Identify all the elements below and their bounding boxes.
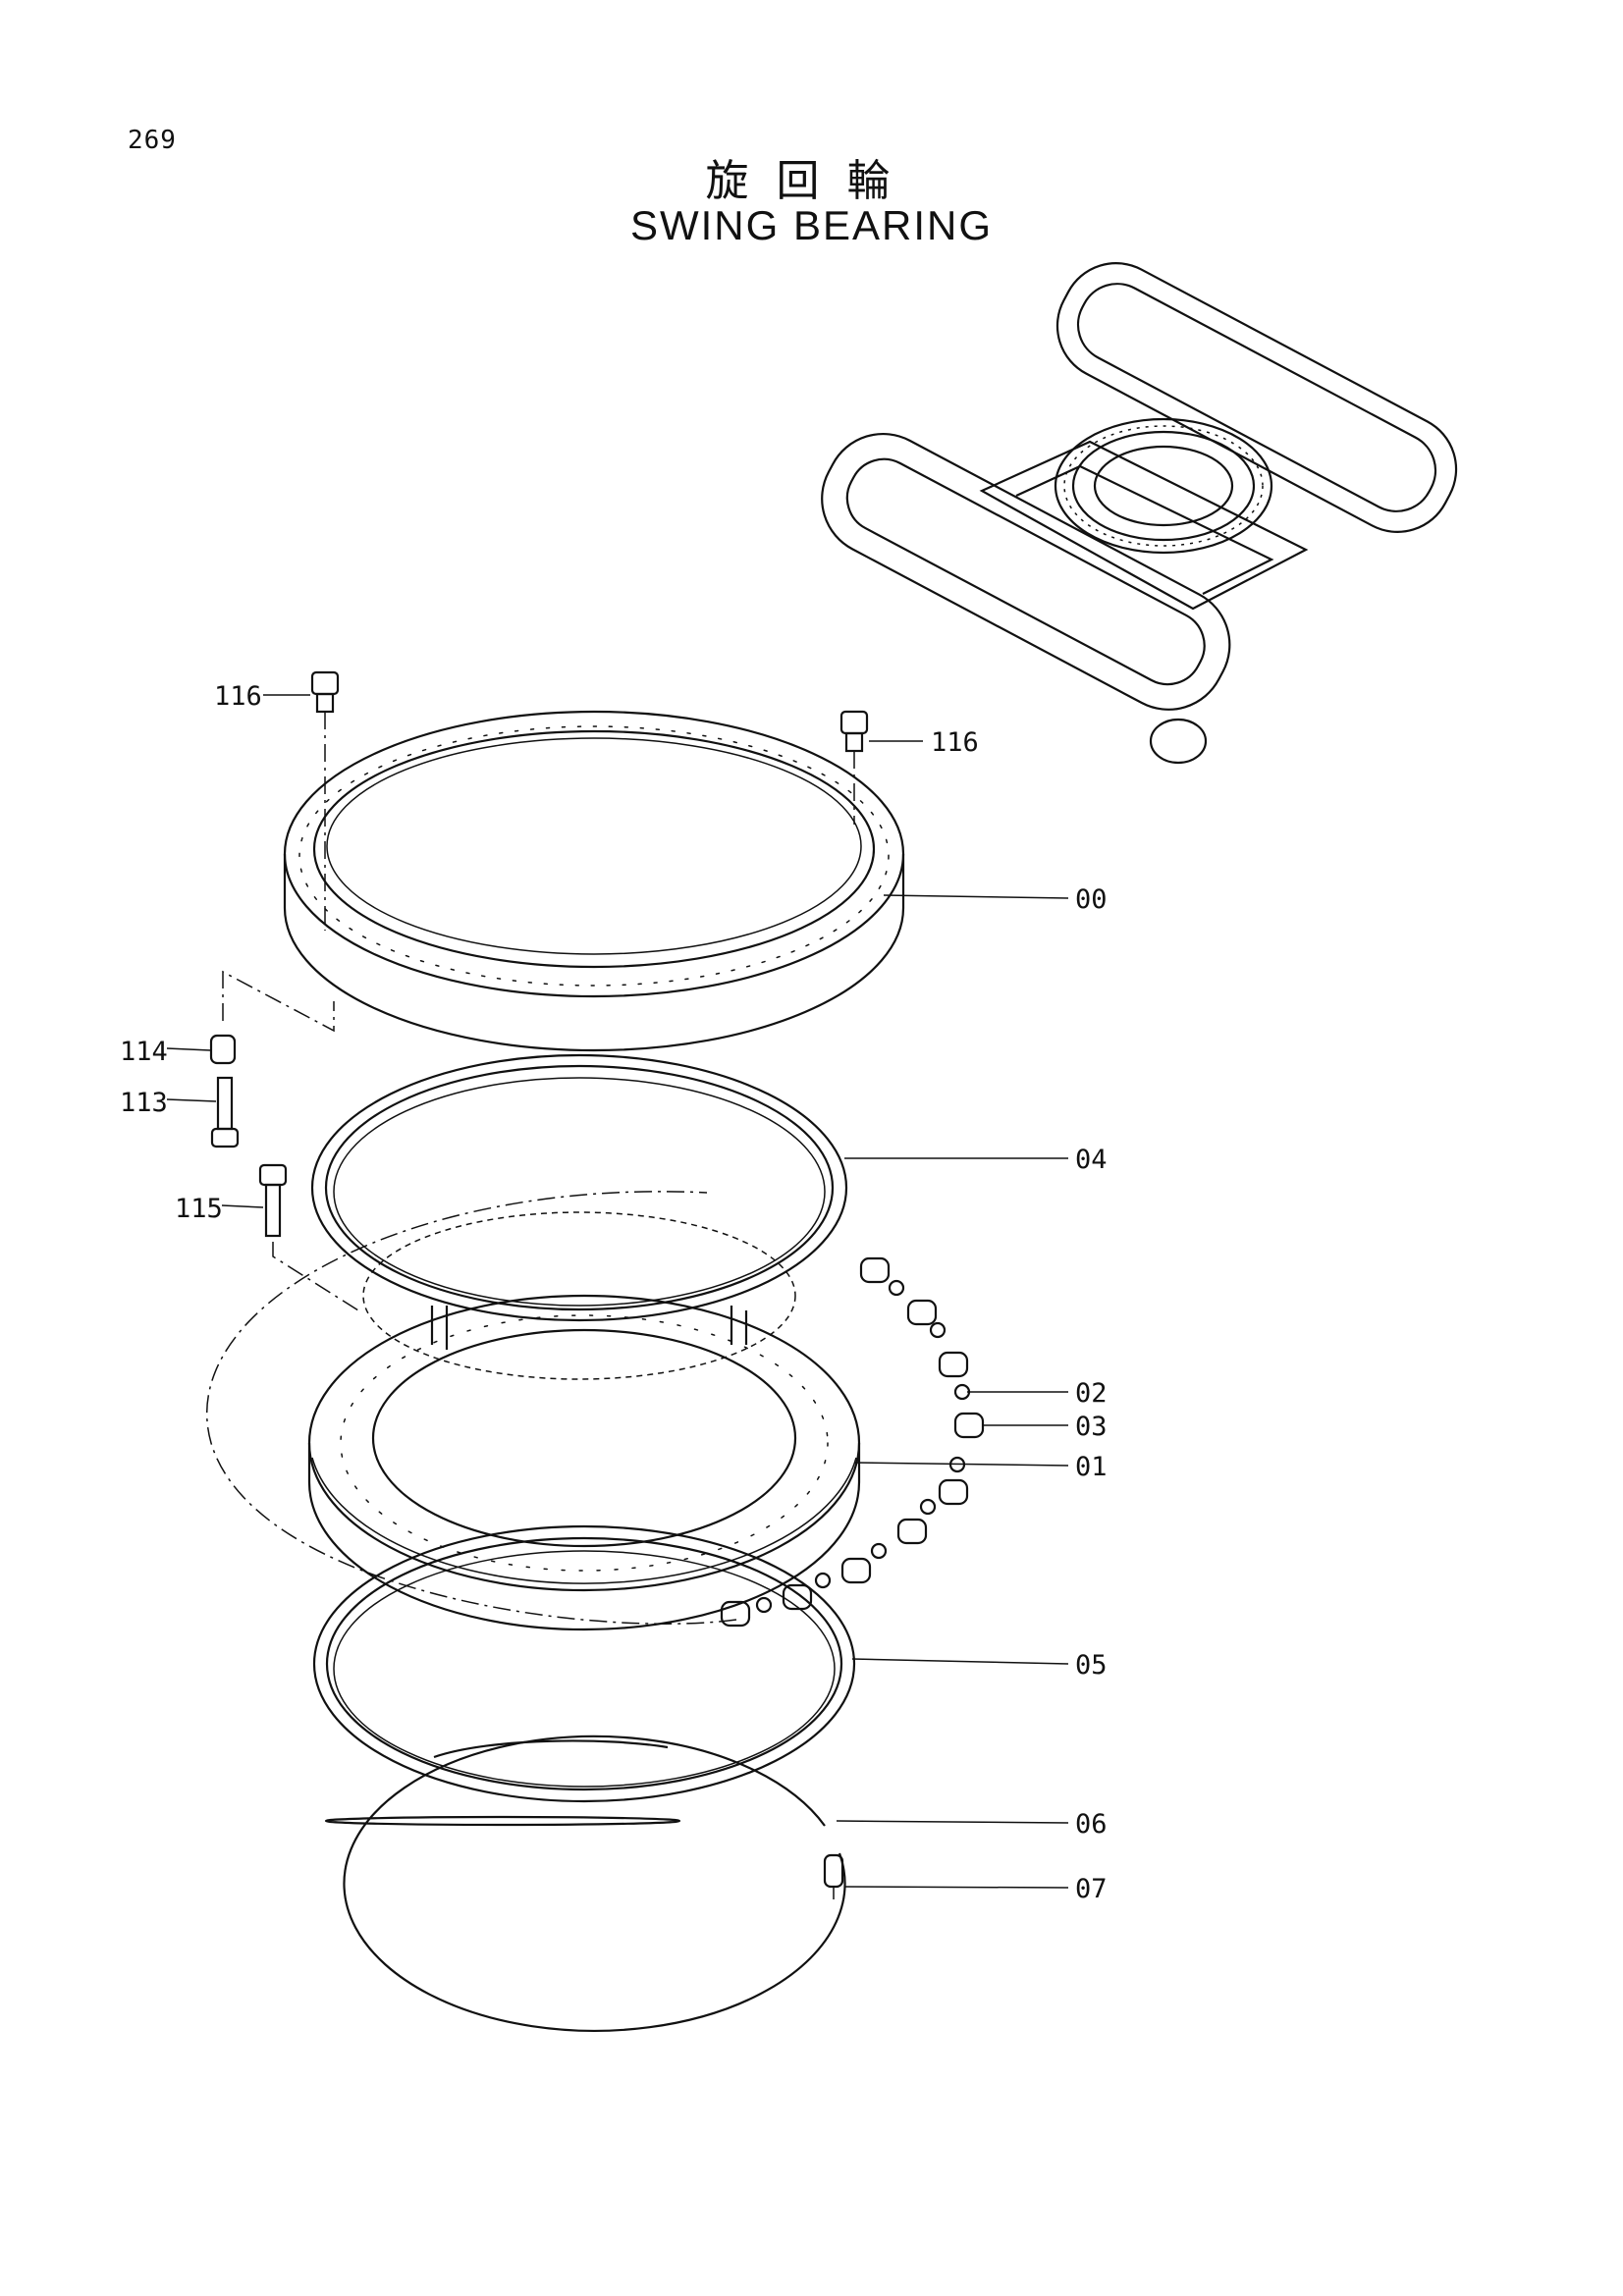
page-number: 269 [128,126,177,155]
callout-116-left: 116 [214,681,262,712]
inner-ring-01 [307,1211,861,1631]
callout-01: 01 [1075,1452,1108,1482]
callout-07: 07 [1075,1874,1108,1904]
callout-02: 02 [1075,1378,1108,1409]
bolt-116-left [310,670,340,931]
callout-115: 115 [175,1194,223,1224]
callout-114: 114 [120,1037,168,1067]
title-english: SWING BEARING [629,202,994,248]
callout-05: 05 [1075,1650,1108,1681]
callout-116-right: 116 [931,727,979,758]
callout-04: 04 [1075,1145,1108,1175]
callout-00: 00 [1075,884,1108,915]
callout-06: 06 [1075,1809,1108,1840]
title-japanese: 旋回輪 [705,156,918,206]
seal-05 [312,1524,856,1803]
seal-04 [310,1053,848,1322]
nut-114 [209,970,335,1065]
callout-113: 113 [120,1088,168,1118]
callout-03: 03 [1075,1412,1108,1442]
bolt-115 [258,1163,359,1311]
leader-lines [166,694,1069,1889]
outer-ring-00 [283,710,905,1052]
wire-06-and-plug-07 [324,1735,846,2032]
rolling-elements [720,1256,985,1628]
assembly-path-line [205,1191,737,1625]
bolt-116-right [839,710,869,825]
bolt-113 [210,1076,240,1148]
undercarriage-illustration [821,262,1458,765]
